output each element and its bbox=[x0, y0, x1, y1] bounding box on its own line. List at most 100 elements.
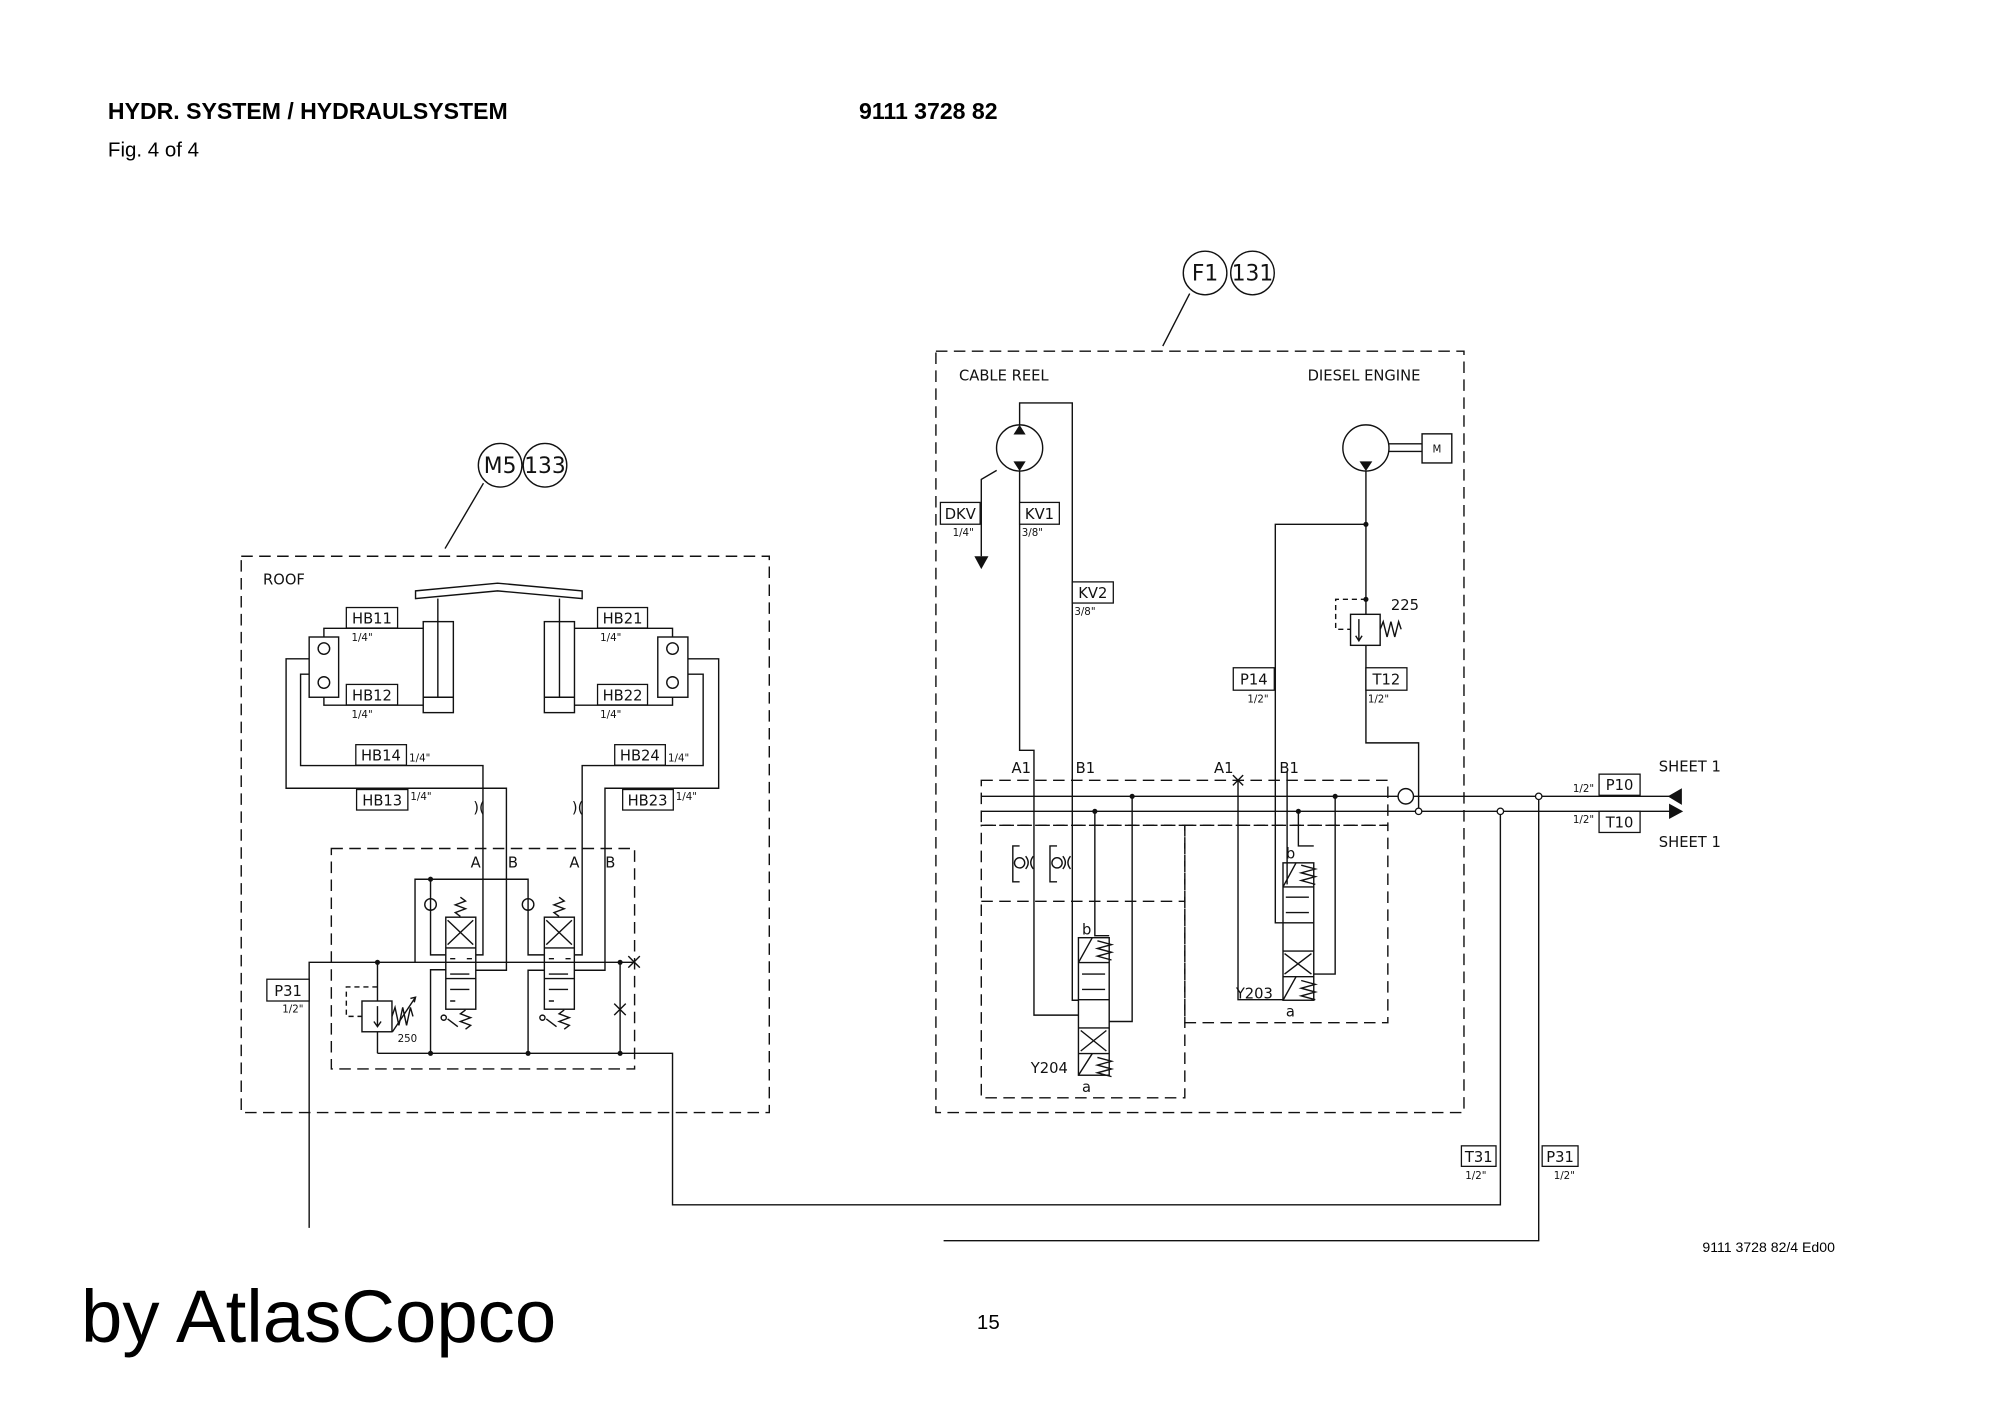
valve-id-y204: Y204 bbox=[1030, 1060, 1068, 1077]
check-throttle-pair bbox=[1012, 845, 1072, 883]
hydraulic-pump bbox=[1342, 424, 1423, 472]
roof-plate bbox=[414, 582, 583, 600]
port-p31: P31 1/2" bbox=[1541, 1145, 1579, 1182]
port-b: B bbox=[605, 855, 615, 872]
port-a1: A1 bbox=[1012, 760, 1031, 777]
callout-133: 133 bbox=[524, 454, 566, 479]
solenoid-valve-y204: b a Y204 bbox=[1030, 921, 1115, 1096]
sheet-ref: SHEET 1 bbox=[1659, 834, 1721, 851]
svg-text:1/2": 1/2" bbox=[1368, 693, 1389, 705]
port-a: A bbox=[471, 855, 481, 872]
port-p10: P10 1/2" SHEET 1 bbox=[1573, 759, 1721, 805]
port-b1: B1 bbox=[1076, 760, 1095, 777]
svg-text:a: a bbox=[1082, 1079, 1091, 1096]
svg-text:1/2": 1/2" bbox=[1554, 1170, 1575, 1182]
hose-p14: P14 1/2" bbox=[1232, 667, 1275, 705]
callout-leader bbox=[444, 482, 485, 549]
callout-circle-131 bbox=[1230, 250, 1275, 296]
callout-circle-f1 bbox=[1182, 250, 1228, 296]
svg-text:3/8": 3/8" bbox=[1022, 527, 1043, 539]
figure-number: Fig. 4 of 4 bbox=[108, 138, 199, 161]
relief-setting: 225 bbox=[1391, 597, 1419, 614]
restrictor-icon: )( bbox=[572, 800, 584, 817]
svg-text:HB13: HB13 bbox=[362, 793, 402, 810]
drawing-reference: 9111 3728 82/4 Ed00 bbox=[1702, 1239, 1835, 1255]
plug-icon bbox=[613, 955, 641, 1016]
callout-leader bbox=[1162, 293, 1191, 347]
roof-circuit: M5 133 ROOF HB11 1/4" bbox=[240, 442, 1502, 1228]
port-b1: B1 bbox=[1279, 760, 1298, 777]
svg-text:T12: T12 bbox=[1372, 671, 1401, 688]
svg-text:1/2": 1/2" bbox=[1573, 814, 1594, 826]
callout-131: 131 bbox=[1232, 262, 1274, 287]
engine-valve-block bbox=[1184, 824, 1389, 1024]
part-number: 9111 3728 82 bbox=[859, 98, 998, 124]
svg-text:HB14: HB14 bbox=[361, 748, 401, 765]
hose-hb23: HB23 1/4" bbox=[622, 788, 697, 811]
svg-text:1/4": 1/4" bbox=[600, 632, 621, 644]
port-b: B bbox=[508, 855, 518, 872]
hose-hb24: HB24 1/4" bbox=[614, 744, 689, 766]
cable-reel-valve-block bbox=[980, 824, 1186, 1099]
relief-valve-engine: 225 bbox=[1334, 597, 1419, 647]
engine-boundary bbox=[935, 350, 1465, 1114]
engine-m-box: M bbox=[1421, 433, 1453, 464]
callout-f1: F1 bbox=[1192, 262, 1218, 287]
hose-kv1: KV1 3/8" bbox=[1018, 501, 1060, 539]
arrow-in-icon bbox=[1667, 788, 1682, 805]
svg-text:1/4": 1/4" bbox=[351, 632, 372, 644]
check-valve-icon bbox=[666, 642, 679, 656]
restrictor-icon: )( bbox=[473, 800, 485, 817]
svg-text:P14: P14 bbox=[1240, 671, 1268, 688]
brand-text: by AtlasCopco bbox=[81, 1275, 556, 1358]
svg-text:DKV: DKV bbox=[945, 506, 976, 523]
svg-text:b: b bbox=[1286, 846, 1295, 863]
svg-text:1/4": 1/4" bbox=[668, 752, 689, 764]
solenoid-valve-y203: b a Y203 bbox=[1235, 846, 1318, 1020]
svg-text:HB23: HB23 bbox=[628, 793, 668, 810]
roof-valve-block bbox=[330, 847, 636, 1070]
svg-text:KV1: KV1 bbox=[1025, 506, 1054, 523]
svg-text:M: M bbox=[1433, 443, 1442, 455]
check-valve-icon bbox=[666, 676, 679, 689]
svg-text:1/4": 1/4" bbox=[351, 709, 372, 721]
callout-circle-133 bbox=[522, 442, 568, 488]
svg-text:1/2": 1/2" bbox=[1573, 783, 1594, 795]
svg-text:P31: P31 bbox=[274, 983, 302, 1000]
svg-text:P10: P10 bbox=[1606, 777, 1634, 794]
port-t31: T31 1/2" bbox=[1460, 1145, 1497, 1182]
hose-kv2: KV2 3/8" bbox=[1071, 581, 1114, 618]
svg-text:1/2": 1/2" bbox=[1465, 1170, 1486, 1182]
sheet-ref: SHEET 1 bbox=[1659, 759, 1721, 776]
page-title: HYDR. SYSTEM / HYDRAULSYSTEM bbox=[108, 98, 508, 124]
roof-boundary bbox=[240, 555, 770, 1114]
svg-text:1/2": 1/2" bbox=[282, 1004, 303, 1016]
hose-hb11: HB11 1/4" bbox=[345, 606, 399, 644]
svg-text:1/4": 1/4" bbox=[600, 709, 621, 721]
hose-hb22: HB22 1/4" bbox=[596, 683, 649, 721]
port-a1: A1 bbox=[1214, 760, 1233, 777]
hose-hb14: HB14 1/4" bbox=[355, 744, 430, 766]
check-valve-icon bbox=[317, 642, 331, 656]
engine-circuit: F1 131 CABLE REEL DIESEL ENGINE DKV 1/4"… bbox=[935, 250, 1672, 1242]
svg-text:HB11: HB11 bbox=[352, 611, 392, 628]
svg-text:1/4": 1/4" bbox=[676, 791, 697, 803]
valve-manifold bbox=[980, 779, 1389, 826]
diesel-engine-label: DIESEL ENGINE bbox=[1308, 368, 1421, 385]
svg-text:KV2: KV2 bbox=[1078, 585, 1107, 602]
valve-id-y203: Y203 bbox=[1235, 985, 1273, 1002]
arrow-out-icon bbox=[1669, 803, 1684, 820]
svg-text:HB21: HB21 bbox=[603, 611, 643, 628]
check-valve-icon bbox=[317, 676, 331, 689]
hydraulic-motor bbox=[995, 424, 1044, 472]
cable-reel-label: CABLE REEL bbox=[959, 368, 1049, 385]
svg-text:HB12: HB12 bbox=[352, 687, 392, 704]
port-a: A bbox=[569, 855, 579, 872]
svg-text:T31: T31 bbox=[1464, 1149, 1493, 1166]
svg-text:P31: P31 bbox=[1546, 1149, 1574, 1166]
page-number: 15 bbox=[977, 1311, 1000, 1334]
directional-valve-right bbox=[539, 896, 576, 1030]
hose-dkv: DKV 1/4" bbox=[939, 501, 981, 539]
svg-text:b: b bbox=[1082, 921, 1091, 938]
